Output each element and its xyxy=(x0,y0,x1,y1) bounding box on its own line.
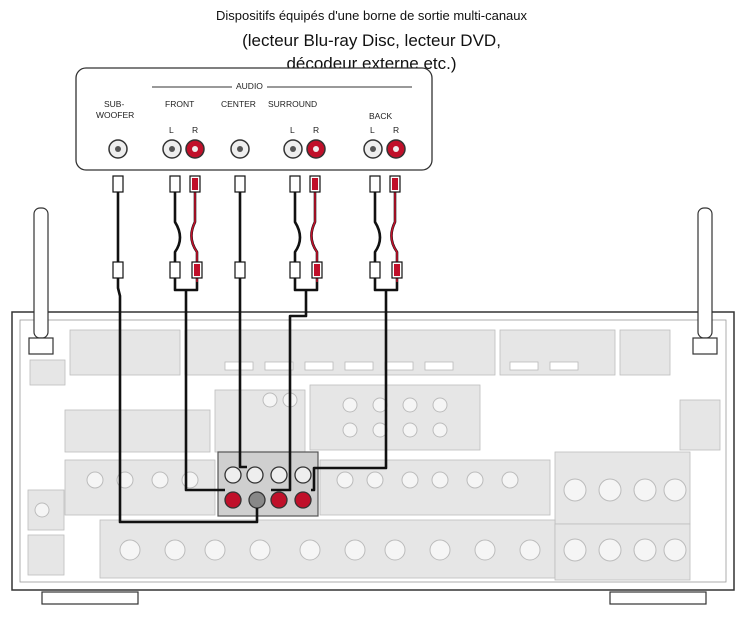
subwoofer-label-2: WOOFER xyxy=(96,110,135,120)
receiver-multichannel-jacks xyxy=(224,466,312,509)
back-left-label: L xyxy=(370,125,375,135)
receiver-foot-right xyxy=(609,591,707,605)
front-right-label: R xyxy=(192,125,199,135)
receiver-rear-terminals xyxy=(34,392,687,562)
caption-line-2: (lecteur Blu-ray Disc, lecteur DVD, xyxy=(242,31,501,50)
rca-cables-red xyxy=(190,186,398,282)
antenna-right xyxy=(692,207,718,355)
source-jacks xyxy=(108,139,406,159)
surround-left-label: L xyxy=(290,125,295,135)
rca-plug-red-marks xyxy=(192,178,400,276)
audio-group-label: AUDIO xyxy=(232,81,267,91)
center-label: CENTER xyxy=(221,99,256,109)
receiver-inner-border xyxy=(19,319,727,583)
surround-right-label: R xyxy=(313,125,320,135)
subwoofer-label-1: SUB- xyxy=(104,99,125,109)
back-label: BACK xyxy=(369,111,393,121)
front-label: FRONT xyxy=(165,99,195,109)
surround-label: SURROUND xyxy=(268,99,318,109)
back-right-label: R xyxy=(393,125,400,135)
receiver-hdmi-ports xyxy=(224,361,579,371)
antenna-left xyxy=(28,207,54,355)
caption-line-1: Dispositifs équipés d'une borne de sorti… xyxy=(215,8,528,23)
front-left-label: L xyxy=(169,125,174,135)
receiver-foot-left xyxy=(41,591,139,605)
rca-plugs xyxy=(112,175,403,279)
